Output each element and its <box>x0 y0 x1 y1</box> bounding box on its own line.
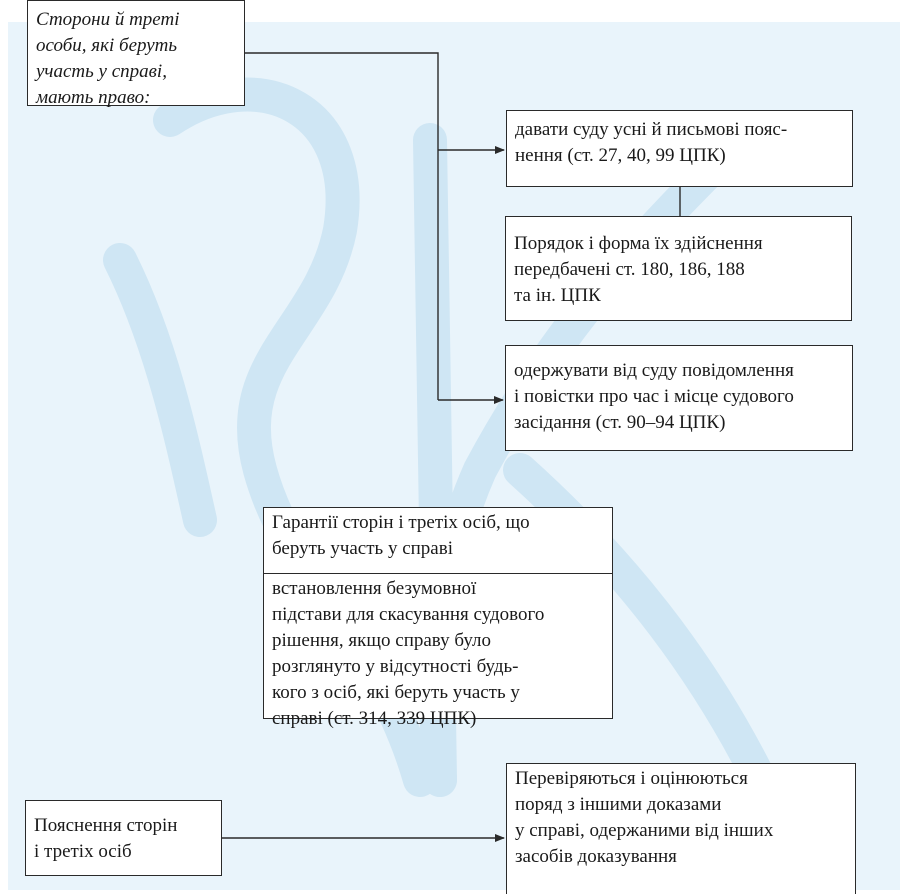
parties-rights-box: Сторони й треті особи, які беруть участь… <box>27 0 245 108</box>
give-explanations-box: давати суду усні й письмові пояс- нення … <box>506 110 853 187</box>
explanations-of-parties-box: Пояснення сторін і третіх осіб <box>25 800 222 876</box>
explanations-of-parties-text: Пояснення сторін і третіх осіб <box>34 815 178 862</box>
guarantees-header: Гарантії сторін і третіх осіб, що беруть… <box>264 508 612 574</box>
connector-trunk <box>245 52 439 400</box>
receive-notices-text: одержувати від суду повідомлення і повіс… <box>514 360 794 433</box>
verified-evaluated-box: Перевіряються і оцінюються поряд з іншим… <box>506 763 856 894</box>
parties-rights-text: Сторони й треті особи, які беруть участь… <box>36 9 180 108</box>
procedure-form-text: Порядок і форма їх здійснення передбачен… <box>514 233 763 306</box>
receive-notices-box: одержувати від суду повідомлення і повіс… <box>505 345 853 451</box>
guarantees-body: встановлення безумовної підстави для ска… <box>272 578 545 729</box>
verified-evaluated-text: Перевіряються і оцінюються поряд з іншим… <box>515 768 774 867</box>
give-explanations-text: давати суду усні й письмові пояс- нення … <box>515 119 788 166</box>
procedure-form-box: Порядок і форма їх здійснення передбачен… <box>505 216 852 321</box>
guarantees-box: Гарантії сторін і третіх осіб, що беруть… <box>263 507 613 729</box>
